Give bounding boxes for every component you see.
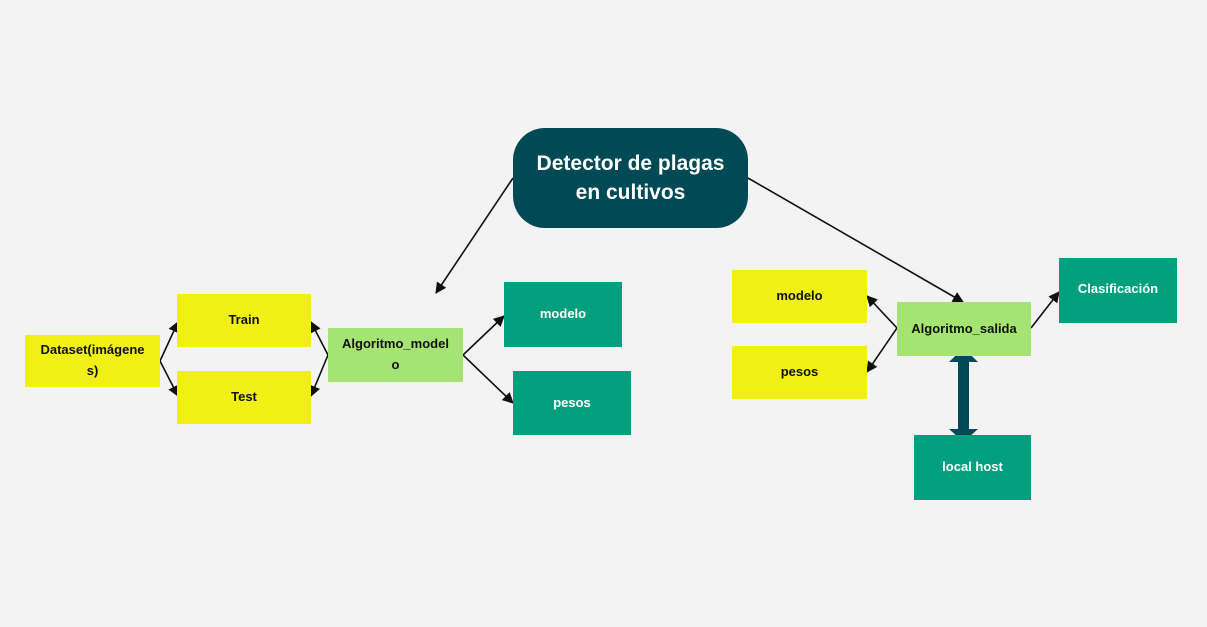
- connector-salida-to-pesos: [866, 327, 898, 373]
- node-pesos-left[interactable]: pesos: [513, 371, 631, 435]
- node-algoritmo-salida[interactable]: Algoritmo_salida: [897, 302, 1031, 356]
- node-local-host[interactable]: local host: [914, 435, 1031, 500]
- node-train-label: Train: [228, 312, 260, 328]
- node-clasificacion-label: Clasificación: [1077, 281, 1159, 296]
- connector-main-to-algoritmo-salida: [747, 177, 964, 303]
- node-algoritmo-modelo-label: Algoritmo_modelo: [342, 336, 449, 372]
- connector-salida-to-clasificacion: [1030, 291, 1060, 329]
- main-topic-label: Detector de plagas en cultivos: [536, 151, 725, 204]
- node-test[interactable]: Test: [177, 371, 311, 424]
- node-dataset-label: Dataset(imágenes): [40, 342, 145, 378]
- connector-dataset-to-train: [159, 320, 179, 362]
- node-algoritmo-salida-label: Algoritmo_salida: [911, 320, 1017, 336]
- connector-salida-to-modelo: [866, 295, 898, 329]
- node-test-label: Test: [231, 389, 257, 405]
- connector-algoritmo-to-modelo: [462, 315, 505, 356]
- node-local-host-label: local host: [942, 459, 1003, 475]
- connector-algoritmo-to-pesos: [462, 354, 514, 404]
- connector-dataset-to-test: [159, 360, 179, 397]
- node-clasificacion[interactable]: Clasificación: [1059, 258, 1177, 323]
- connector-algoritmo-to-test: [309, 354, 329, 398]
- node-dataset[interactable]: Dataset(imágenes): [25, 335, 160, 387]
- node-modelo-right[interactable]: modelo: [732, 270, 867, 323]
- connector-main-to-algoritmo-modelo: [435, 177, 514, 294]
- node-algoritmo-modelo[interactable]: Algoritmo_modelo: [328, 328, 463, 382]
- node-pesos-right-label: pesos: [780, 364, 819, 380]
- double-arrow-localhost: [949, 348, 978, 442]
- node-pesos-left-label: pesos: [553, 394, 591, 410]
- connector-algoritmo-to-train: [310, 321, 329, 356]
- node-modelo-left[interactable]: modelo: [504, 282, 622, 347]
- node-pesos-right[interactable]: pesos: [732, 346, 867, 399]
- node-train[interactable]: Train: [177, 294, 311, 347]
- node-modelo-left-label: modelo: [539, 306, 587, 322]
- node-modelo-right-label: modelo: [776, 288, 823, 304]
- main-topic[interactable]: Detector de plagas en cultivos: [513, 128, 748, 228]
